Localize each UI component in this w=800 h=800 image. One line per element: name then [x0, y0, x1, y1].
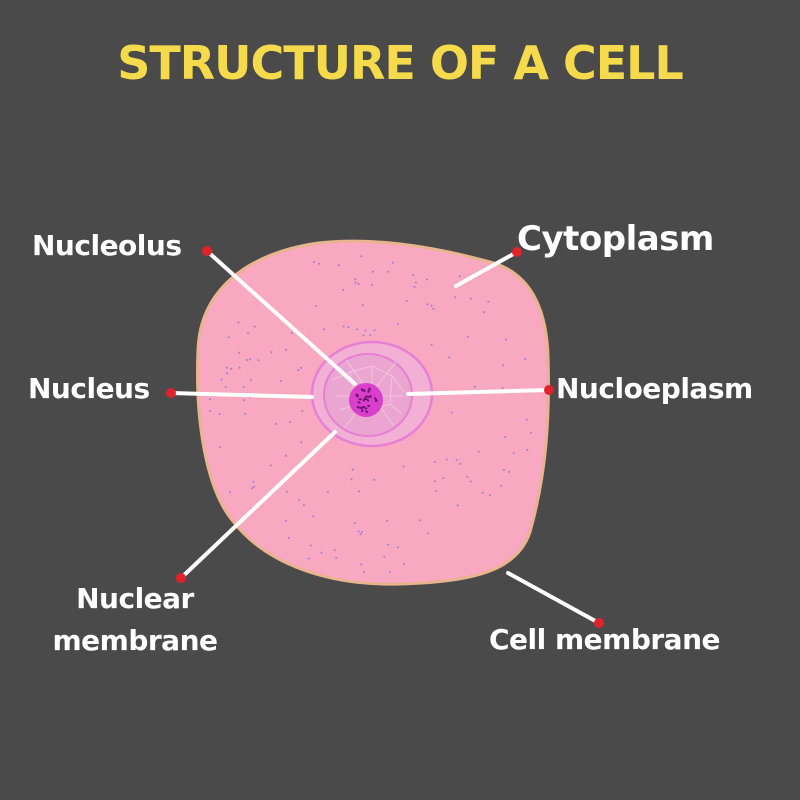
label-nuclear-membrane-line2: membrane — [52, 624, 218, 657]
marker-dot-nucleus — [166, 388, 176, 398]
nucleolus-granules — [355, 387, 378, 414]
label-nucleus: Nucleus — [28, 372, 150, 405]
leader-line-cell-membrane — [506, 571, 601, 625]
nucleus — [310, 340, 434, 448]
label-cytoplasm: Cytoplasm — [517, 219, 714, 259]
leader-line-nucleus — [169, 391, 314, 399]
label-nuclear-membrane: Nuclear membrane — [40, 578, 230, 662]
marker-dot-cell-membrane — [594, 618, 604, 628]
label-nucleoplasm: Nucloeplasm — [556, 372, 753, 405]
label-nuclear-membrane-line1: Nuclear — [76, 582, 194, 615]
leader-line-nucleolus — [205, 249, 357, 386]
label-nucleolus: Nucleolus — [32, 229, 182, 262]
diagram-title: STRUCTURE OF A CELL — [117, 36, 684, 90]
leader-line-nucleoplasm — [406, 388, 551, 396]
label-cell-membrane: Cell membrane — [489, 623, 721, 656]
marker-dots — [166, 246, 604, 628]
cytoplasm-granules — [209, 255, 532, 573]
leader-line-nuclear-membrane — [179, 430, 337, 580]
marker-dot-cytoplasm — [512, 247, 522, 257]
marker-dot-nucleoplasm — [544, 385, 554, 395]
marker-dot-nucleolus — [202, 246, 212, 256]
marker-dot-nuclear-membrane — [176, 573, 186, 583]
leader-line-cytoplasm — [454, 250, 519, 288]
leader-lines — [169, 249, 601, 625]
